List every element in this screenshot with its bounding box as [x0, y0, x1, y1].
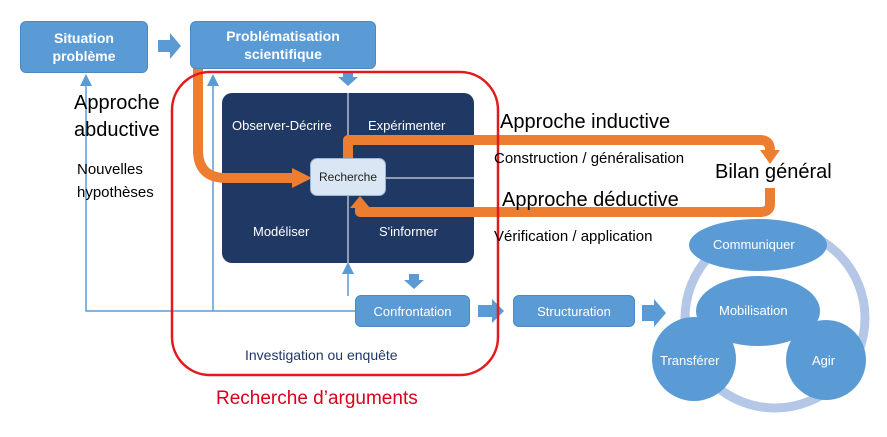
arrow-deductive	[355, 188, 775, 217]
quadrant-sinformer: S'informer	[379, 224, 438, 239]
bilan-general-label: Bilan général	[715, 161, 832, 183]
arrow-abductive	[193, 68, 294, 183]
nouvelles-line1: Nouvelles	[77, 161, 143, 178]
problematisation-line2: scientifique	[244, 46, 322, 62]
feedback-lines	[80, 74, 355, 312]
investigation-label: Investigation ou enquête	[245, 347, 398, 363]
problematisation-box: Problématisation scientifique	[190, 21, 376, 69]
arrow-structuration-to-mobilisation	[642, 299, 666, 327]
agir-label: Agir	[812, 353, 836, 368]
approche-abductive-label: Approche abductive	[74, 90, 160, 144]
confrontation-label: Confrontation	[373, 303, 452, 319]
nouvelles-line2: hypothèses	[77, 184, 154, 201]
structuration-box: Structuration	[513, 295, 635, 327]
abductive-line2: abductive	[74, 119, 160, 141]
arrowhead-inductive	[760, 150, 780, 164]
circle-transferer	[652, 317, 736, 401]
recherche-label: Recherche	[318, 170, 378, 184]
mobilisation-label: Mobilisation	[719, 303, 788, 318]
abductive-line1: Approche	[74, 92, 160, 114]
arrow-down-to-quadrants	[338, 71, 358, 86]
quadrant-modeliser: Modéliser	[253, 224, 310, 239]
communiquer-label: Communiquer	[713, 237, 795, 252]
verification-label: Vérification / application	[494, 228, 653, 245]
circle-communiquer	[689, 219, 827, 271]
problematisation-line1: Problématisation	[226, 28, 340, 44]
circle-agir	[786, 320, 866, 400]
orange-arrows	[193, 68, 775, 217]
recherche-box: Recherche	[310, 158, 386, 196]
nouvelles-hypotheses-label: Nouvelles hypothèses	[77, 158, 154, 204]
arrow-situation-to-problematisation	[158, 33, 181, 59]
arrowhead-abductive	[292, 168, 312, 188]
arrow-down-to-confrontation	[404, 274, 424, 289]
confrontation-box: Confrontation	[355, 295, 470, 327]
block-arrows	[158, 33, 666, 327]
situation-line2: problème	[52, 48, 116, 64]
construction-label: Construction / généralisation	[494, 150, 685, 167]
situation-probleme-box: Situation problème	[20, 21, 148, 73]
approche-inductive-label: Approche inductive	[500, 111, 671, 133]
arrowhead-deductive	[350, 196, 370, 208]
circle-mobilisation	[696, 276, 820, 346]
investigation-outline	[170, 70, 500, 377]
quadrant-experimenter: Expérimenter	[368, 118, 446, 133]
transferer-label: Transférer	[660, 353, 720, 368]
situation-line1: Situation	[54, 30, 114, 46]
structuration-label: Structuration	[537, 303, 611, 319]
arrow-inductive	[343, 135, 775, 160]
quadrant-observer: Observer-Décrire	[232, 118, 332, 133]
recherche-arguments-label: Recherche d’arguments	[216, 388, 418, 409]
arrow-confrontation-to-structuration	[478, 299, 504, 323]
approche-deductive-label: Approche déductive	[502, 189, 679, 211]
